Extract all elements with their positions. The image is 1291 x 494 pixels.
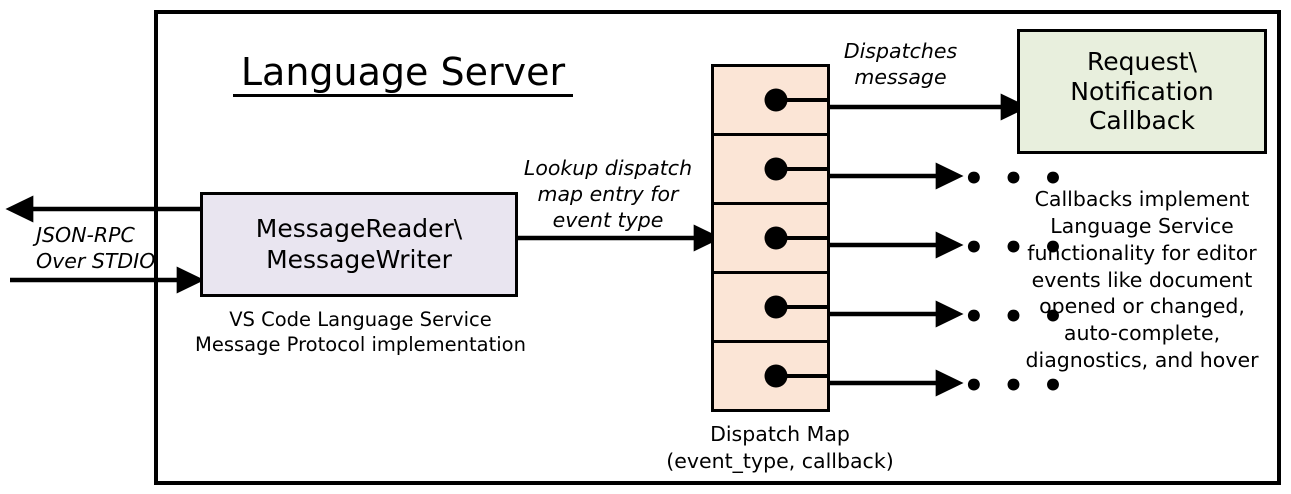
dispatches-message-label: Dispatches message: [833, 38, 968, 90]
reader-caption-line-2: Message Protocol implementation: [195, 333, 526, 357]
dispatch-row-connector-5: [786, 374, 828, 378]
callback-box-line-3: Callback: [1088, 106, 1196, 136]
dispatch-caption-line-2: (event_type, callback): [666, 448, 894, 473]
dispatch-row-connector-1: [786, 98, 828, 102]
lookup-label-line-2: map entry for: [537, 182, 679, 207]
dispatch-caption-line-1: Dispatch Map: [710, 422, 850, 446]
callback-box-line-1: Request\: [1087, 47, 1197, 77]
dispatch-row-connector-3: [786, 236, 828, 240]
dispatch-map-table[interactable]: [711, 64, 830, 412]
dispatch-row-connector-4: [786, 305, 828, 309]
reader-caption-line-1: VS Code Language Service: [229, 308, 492, 331]
callback-caption-line-5: opened or changed,: [1039, 294, 1245, 319]
dispatches-label-line-2: message: [854, 65, 947, 90]
dispatches-label-line-1: Dispatches: [843, 39, 958, 63]
ellipsis-row-2: • • •: [963, 159, 1067, 199]
callback-caption-line-1: Callbacks implement: [1034, 187, 1250, 211]
ellipsis-row-4: • • •: [963, 297, 1067, 337]
transport-label-line-2: Over STDIO: [36, 249, 156, 274]
ellipsis-row-3: • • •: [963, 228, 1067, 268]
json-rpc-transport-label: JSON-RPC Over STDIO: [14, 222, 174, 274]
page-title: Language Server: [233, 52, 573, 97]
callback-dot-icon-2: [764, 157, 788, 181]
dispatch-map-caption: Dispatch Map (event_type, callback): [650, 421, 910, 474]
callback-caption-line-4: events like document: [1031, 267, 1253, 292]
dispatch-map-row-1[interactable]: [714, 67, 828, 136]
dispatch-map-row-4[interactable]: [714, 274, 828, 343]
dispatch-map-row-5[interactable]: [714, 343, 828, 409]
callback-caption-line-6: auto-complete,: [1063, 321, 1221, 346]
callback-caption-line-2: Language Service: [1050, 213, 1234, 238]
message-reader-writer-box[interactable]: MessageReader\ MessageWriter: [200, 192, 518, 297]
callback-dot-icon-1: [764, 88, 788, 112]
message-reader-writer-caption: VS Code Language Service Message Protoco…: [188, 307, 533, 358]
callback-caption-line-3: functionality for editor: [1027, 240, 1257, 265]
lookup-dispatch-label: Lookup dispatch map entry for event type: [513, 155, 703, 234]
callback-dot-icon-3: [764, 226, 788, 250]
request-notification-callback-box[interactable]: Request\ Notification Callback: [1017, 29, 1267, 154]
dispatch-map-row-3[interactable]: [714, 205, 828, 274]
language-server-boundary: [154, 10, 1281, 485]
ellipsis-row-5: • • •: [963, 366, 1067, 406]
lookup-label-line-1: Lookup dispatch: [523, 156, 693, 180]
dispatch-map-row-2[interactable]: [714, 136, 828, 205]
callback-caption-line-7: diagnostics, and hover: [1025, 348, 1259, 373]
callback-box-line-2: Notification: [1070, 76, 1214, 106]
dispatch-row-connector-2: [786, 167, 828, 171]
callback-dot-icon-5: [764, 364, 788, 388]
callback-dot-icon-4: [764, 295, 788, 319]
callback-description: Callbacks implement Language Service fun…: [1013, 186, 1271, 374]
transport-label-line-1: JSON-RPC: [36, 223, 135, 247]
message-reader-label: MessageReader\: [255, 214, 463, 243]
message-writer-label: MessageWriter: [266, 244, 452, 274]
lookup-label-line-3: event type: [552, 208, 664, 233]
